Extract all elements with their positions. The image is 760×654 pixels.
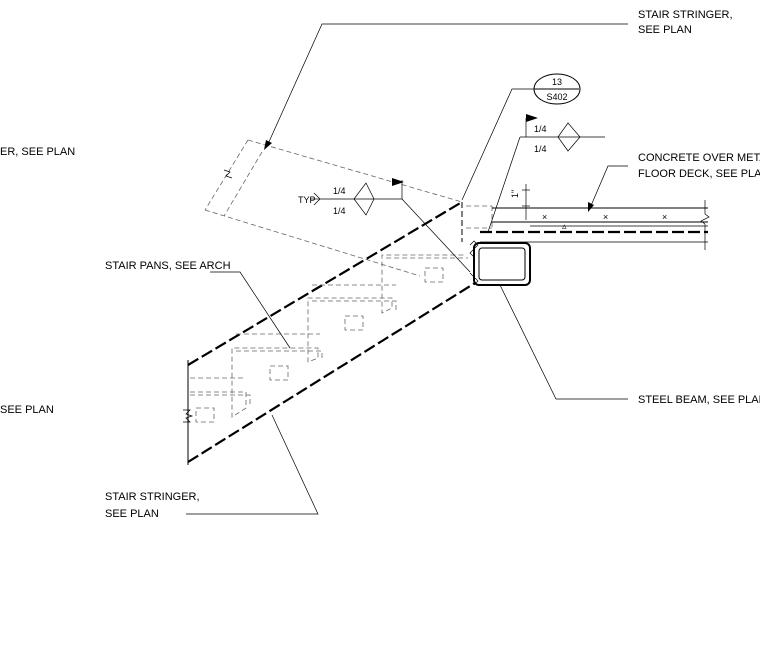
stair-stringer-projection <box>204 139 463 277</box>
svg-text:×: × <box>603 212 608 222</box>
dimension-1in: 1" <box>510 184 530 220</box>
weld-symbol-left: TYP 1/4 1/4 <box>298 178 471 273</box>
label-stringer-bottom-1: STAIR STRINGER, <box>105 491 200 503</box>
label-left-partial-1: ER, SEE PLAN <box>0 146 75 158</box>
svg-text:▵: ▵ <box>562 221 567 231</box>
weld-symbol-right: 1/4 1/4 <box>487 114 605 233</box>
weld-right-size-top: 1/4 <box>534 124 547 134</box>
stair-pans <box>190 254 468 423</box>
weld-right-size-bottom: 1/4 <box>534 144 547 154</box>
floor-slab: × × × ▵ <box>480 200 710 250</box>
detail-sheet: S402 <box>546 92 567 102</box>
label-stringer-top-2: SEE PLAN <box>638 24 692 36</box>
annotations: STAIR STRINGER, SEE PLAN ER, SEE PLAN SE… <box>0 9 760 520</box>
label-left-partial-2: SEE PLAN <box>0 404 54 416</box>
label-concrete-1: CONCRETE OVER METAL <box>638 152 760 164</box>
weld-left-size-top: 1/4 <box>333 186 346 196</box>
stair-stringer <box>183 201 476 465</box>
label-stringer-bottom-2: SEE PLAN <box>105 508 159 520</box>
label-concrete-2: FLOOR DECK, SEE PLAN <box>638 168 760 180</box>
dimension-text: 1" <box>510 190 520 198</box>
label-stringer-top-1: STAIR STRINGER, <box>638 9 733 21</box>
connection-plate <box>461 202 493 242</box>
detail-tag: 13 S402 <box>461 73 581 201</box>
label-steel-beam: STEEL BEAM, SEE PLAN <box>638 394 760 406</box>
weld-left-size-bottom: 1/4 <box>333 206 346 216</box>
steel-beam <box>469 240 531 286</box>
label-stair-pans: STAIR PANS, SEE ARCH <box>105 260 231 272</box>
leaders <box>186 23 628 515</box>
detail-number: 13 <box>552 77 562 87</box>
weld-left-note: TYP <box>298 195 316 205</box>
svg-text:×: × <box>662 212 667 222</box>
svg-text:×: × <box>542 212 547 222</box>
